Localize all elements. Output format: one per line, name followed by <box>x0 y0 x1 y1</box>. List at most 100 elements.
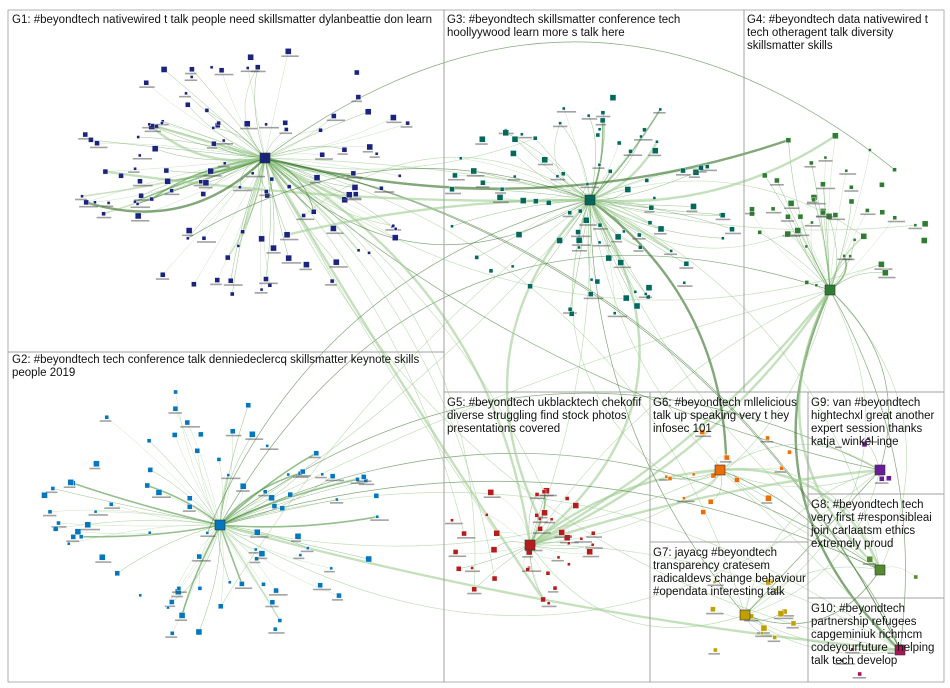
node-label-stub <box>579 224 597 226</box>
node-g5 <box>567 541 571 545</box>
node-g5 <box>537 526 543 532</box>
inter-group-edge <box>264 157 476 590</box>
inter-group-edge <box>529 544 746 628</box>
edge <box>589 109 661 201</box>
node-label-stub <box>644 211 655 213</box>
edge <box>589 199 627 299</box>
edge <box>219 524 281 621</box>
node-label-stub <box>664 253 678 256</box>
node-g4 <box>794 227 801 234</box>
node-g1 <box>250 171 255 175</box>
inter-group-edge <box>219 289 831 526</box>
node-label-stub <box>562 215 574 218</box>
node-g1 <box>101 211 106 216</box>
node-label-stub <box>351 100 362 103</box>
node-label-stub <box>780 220 795 222</box>
node-g4 <box>749 206 755 212</box>
node-label-stub <box>165 636 178 638</box>
inter-group-edge <box>264 157 545 492</box>
node-g4 <box>848 254 852 258</box>
node-g3 <box>705 164 710 169</box>
edge <box>97 142 266 159</box>
node-g2 <box>170 631 175 636</box>
node-g2 <box>173 389 178 395</box>
edge <box>58 522 221 527</box>
node-label-stub <box>75 198 88 201</box>
edge <box>588 115 596 201</box>
inter-group-edge <box>244 66 266 159</box>
node-g5 <box>493 530 500 537</box>
node-label-stub <box>467 592 482 595</box>
node-label-stub <box>249 561 261 564</box>
node-g4 <box>878 261 885 268</box>
node-label-stub <box>400 126 413 128</box>
node-g4 <box>804 280 810 285</box>
node-g5 <box>470 566 474 570</box>
node-label-stub <box>653 232 667 235</box>
node-label-stub <box>708 653 721 655</box>
node-g1 <box>169 188 174 193</box>
node-g3 <box>637 232 642 238</box>
node-label-stub <box>132 157 153 160</box>
node-label-stub <box>548 591 559 593</box>
node-g1 <box>374 152 379 156</box>
node-g1 <box>147 122 151 127</box>
node-label-stub <box>132 184 153 187</box>
inter-group-edge <box>264 137 536 170</box>
node-label-stub <box>266 252 281 254</box>
node-layer <box>41 48 929 679</box>
node-g1 <box>244 120 251 127</box>
node-label-stub <box>254 557 268 560</box>
node-label-stub <box>686 210 698 213</box>
node-label-stub <box>369 156 380 158</box>
node-g6 <box>700 509 706 515</box>
node-g4 <box>784 230 791 238</box>
node-g2 <box>155 489 163 496</box>
node-g1 <box>93 200 97 205</box>
node-g1 <box>346 191 353 198</box>
node-g4 <box>797 213 804 220</box>
edge <box>185 93 266 159</box>
inter-group-edge <box>589 199 813 249</box>
node-g4 <box>913 223 918 227</box>
node-g2 <box>166 605 170 610</box>
inter-group-edge <box>219 523 901 652</box>
node-g1 <box>311 209 317 215</box>
node-g1 <box>186 236 190 241</box>
node-g3 <box>647 220 653 225</box>
node-label-stub <box>537 516 548 519</box>
node-g3 <box>546 200 552 206</box>
node-label-stub <box>844 190 859 192</box>
edge <box>81 524 221 538</box>
node-label-stub <box>250 536 269 538</box>
node-g1 <box>285 254 292 262</box>
node-g3 <box>657 225 665 233</box>
node-g1 <box>379 186 384 191</box>
node-g2 <box>194 448 201 454</box>
node-g4 <box>848 198 855 205</box>
inter-group-edge <box>589 199 641 248</box>
edge-layer <box>49 41 916 655</box>
node-g4 <box>842 254 846 258</box>
node-g5 <box>490 546 498 553</box>
node-g2 <box>277 618 283 623</box>
node-label-stub <box>89 467 101 470</box>
node-label-stub <box>386 121 402 124</box>
node-label-stub <box>142 126 160 129</box>
inter-group-edge <box>529 289 831 546</box>
node-g1 <box>136 135 140 139</box>
inter-group-edge <box>264 157 746 616</box>
node-g2 <box>195 628 203 636</box>
node-g1 <box>138 193 144 199</box>
node-label-stub <box>164 193 180 196</box>
node-label-stub <box>362 150 373 153</box>
node-label-stub <box>908 227 922 230</box>
node-g5 <box>556 555 561 560</box>
node-label-stub <box>331 599 343 601</box>
edge <box>219 472 301 526</box>
node-label-stub <box>184 72 197 75</box>
node-g4 <box>785 137 792 143</box>
node-label-stub <box>179 95 191 98</box>
edge <box>106 417 221 526</box>
